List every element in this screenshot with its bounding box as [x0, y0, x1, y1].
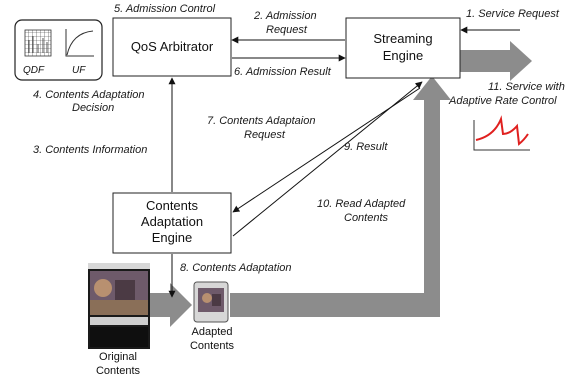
flow-arrowhead-to-adapted — [170, 283, 192, 327]
cae-title-line1: Contents — [146, 198, 199, 213]
qdf-icon — [24, 29, 52, 57]
streaming-engine-title-line2: Engine — [383, 48, 423, 63]
uf-icon — [65, 29, 94, 57]
streaming-engine-box: Streaming Engine — [345, 17, 461, 79]
cae-title-line3: Engine — [152, 230, 192, 245]
caption-adapted-2: Contents — [190, 340, 235, 352]
streaming-engine-title-line1: Streaming — [373, 31, 432, 46]
qdf-uf-icon-group: QDF UF — [14, 19, 103, 81]
label-service-adaptive-1: 11. Service with — [488, 81, 565, 93]
label-service-request: 1. Service Request — [466, 8, 560, 20]
label-contents-information: 3. Contents Information — [33, 144, 147, 156]
label-contents-adaptation-request-2: Request — [244, 129, 286, 141]
cae-title-line2: Adaptation — [141, 214, 203, 229]
step-labels: 1. Service Request 5. Admission Control … — [33, 3, 565, 274]
caption-original-2: Contents — [96, 365, 141, 377]
label-read-adapted-contents-2: Contents — [344, 212, 389, 224]
label-admission-control: 5. Admission Control — [114, 3, 216, 15]
caption-adapted-1: Adapted — [192, 326, 233, 338]
qos-arbitrator-box: QoS Arbitrator — [112, 17, 232, 77]
contents-adaptation-engine-box: Contents Adaptation Engine — [112, 192, 232, 254]
flow-arrow-adapted-to-engine-h — [230, 293, 440, 317]
label-read-adapted-contents-1: 10. Read Adapted — [317, 198, 406, 210]
original-contents-image — [88, 263, 150, 349]
connector-arrows — [168, 26, 520, 298]
label-contents-adaptation: 8. Contents Adaptation — [180, 262, 292, 274]
adapted-contents-device — [193, 281, 229, 323]
flow-arrows — [150, 41, 532, 327]
adaptive-rate-chart-icon — [473, 115, 530, 151]
label-admission-result: 6. Admission Result — [234, 66, 332, 78]
flow-arrow-service-output — [460, 50, 512, 72]
flow-arrow-original-to-adapted — [150, 293, 170, 317]
label-contents-adaptation-request-1: 7. Contents Adaptaion — [207, 115, 315, 127]
content-captions: Original Contents Adapted Contents — [96, 326, 235, 377]
arrow-result — [232, 81, 423, 237]
uf-label: UF — [72, 65, 86, 76]
label-admission-request-1: 2. Admission — [253, 10, 317, 22]
flow-arrow-adapted-to-engine-v — [424, 100, 440, 317]
label-service-adaptive-2: Adaptive Rate Control — [448, 95, 557, 107]
label-contents-adaptation-decision-2: Decision — [72, 102, 114, 114]
label-admission-request-2: Request — [266, 24, 308, 36]
qdf-label: QDF — [23, 65, 45, 76]
qos-arbitrator-title: QoS Arbitrator — [131, 39, 214, 54]
flow-arrowhead-to-engine — [413, 76, 451, 100]
caption-original-1: Original — [99, 351, 137, 363]
label-contents-adaptation-decision-1: 4. Contents Adaptation — [33, 89, 145, 101]
label-result: 9. Result — [344, 141, 388, 153]
flow-arrowhead-service-output — [510, 41, 532, 81]
